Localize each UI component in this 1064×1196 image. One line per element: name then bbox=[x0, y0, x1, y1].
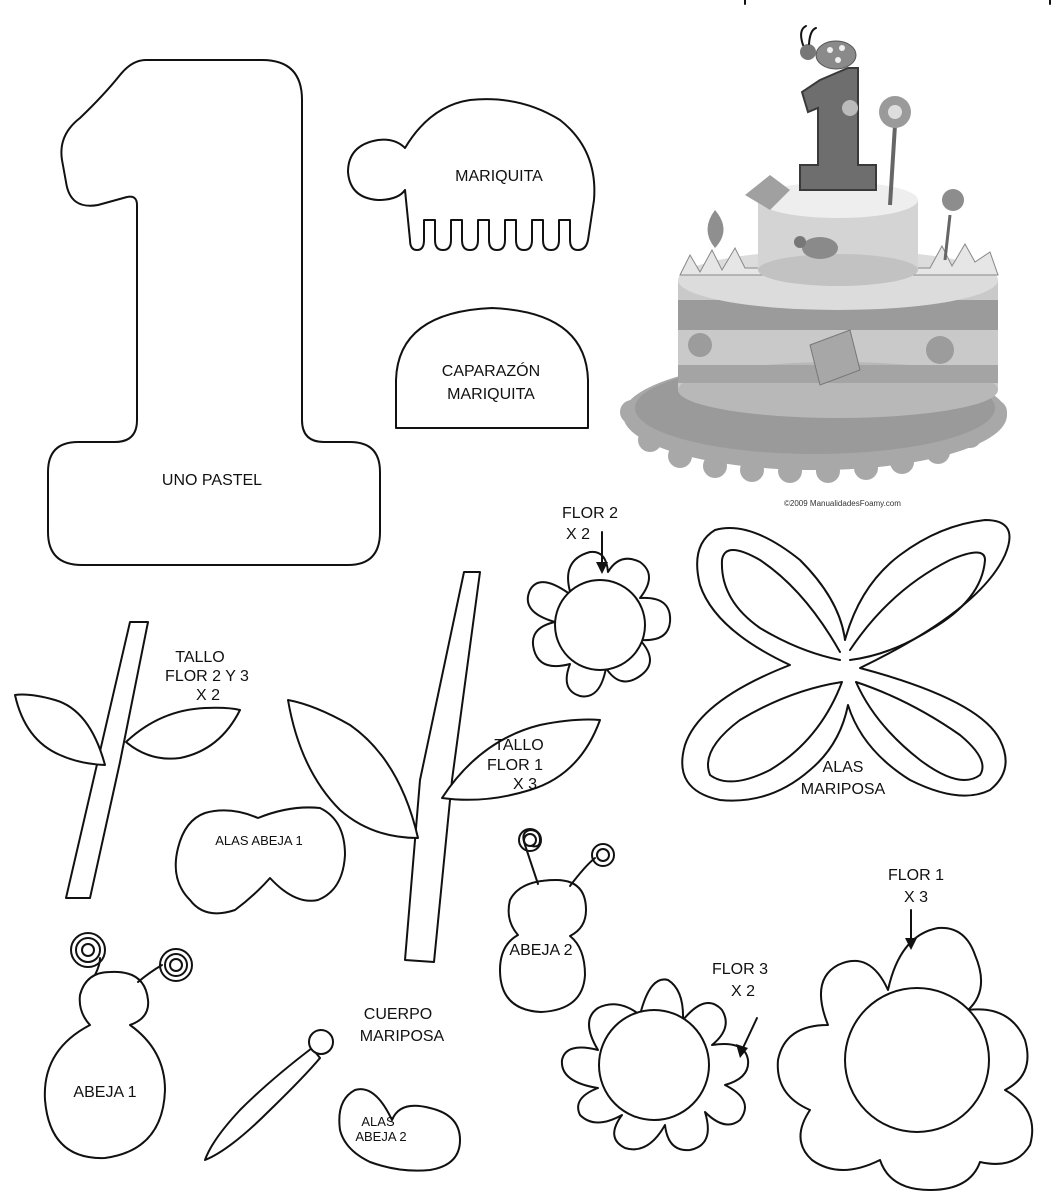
flor3-label-1: FLOR 3 bbox=[712, 961, 768, 978]
flor3-label-2: X 2 bbox=[731, 983, 755, 1000]
alas-mariposa-label-1: ALAS bbox=[823, 759, 864, 776]
uno-pastel-label: UNO PASTEL bbox=[162, 472, 262, 489]
alas-abeja-2-shape: ALAS ABEJA 2 bbox=[338, 1088, 461, 1172]
flor1-shape: FLOR 1 X 3 bbox=[776, 867, 1034, 1191]
caparazon-label-2: MARIQUITA bbox=[447, 386, 535, 403]
abeja1-label: ABEJA 1 bbox=[73, 1084, 136, 1101]
flor2-shape: FLOR 2 X 2 bbox=[526, 505, 672, 698]
base-scallops bbox=[620, 400, 1007, 483]
alas-abeja2-label-1: ALAS bbox=[361, 1114, 395, 1129]
tallo23-label-2: FLOR 2 Y 3 bbox=[165, 668, 249, 685]
flor2-label-1: FLOR 2 bbox=[562, 505, 618, 522]
cuerpo-mariposa-shape: CUERPO MARIPOSA bbox=[204, 1006, 445, 1161]
tallo-flor-2-3-shape: TALLO FLOR 2 Y 3 X 2 bbox=[14, 621, 249, 899]
alas-abeja-1-shape: ALAS ABEJA 1 bbox=[174, 806, 346, 915]
alas-mariposa-label-2: MARIPOSA bbox=[801, 781, 886, 798]
tallo1-label-1: TALLO bbox=[494, 737, 544, 754]
flor1-label-1: FLOR 1 bbox=[888, 867, 944, 884]
abeja2-label: ABEJA 2 bbox=[509, 942, 572, 959]
abeja-2-shape: ABEJA 2 bbox=[499, 828, 615, 1013]
photo-credit: ©2009 ManualidadesFoamy.com bbox=[784, 499, 901, 508]
tallo-flor-1-shape: TALLO FLOR 1 X 3 bbox=[287, 571, 601, 963]
caparazon-label-1: CAPARAZÓN bbox=[442, 361, 540, 380]
tallo1-label-3: X 3 bbox=[513, 776, 537, 793]
alas-abeja1-label: ALAS ABEJA 1 bbox=[215, 833, 302, 848]
abeja-1-shape: ABEJA 1 bbox=[43, 932, 193, 1160]
tallo23-label-3: X 2 bbox=[196, 687, 220, 704]
uno-pastel-shape: UNO PASTEL bbox=[47, 59, 381, 566]
alas-mariposa-shape: ALAS MARIPOSA bbox=[681, 519, 1011, 802]
mariquita-shape: MARIQUITA bbox=[347, 98, 596, 251]
cake-photo: ©2009 ManualidadesFoamy.com bbox=[620, 25, 1007, 508]
cuerpo-label-2: MARIPOSA bbox=[360, 1028, 445, 1045]
corner-marks bbox=[744, 0, 1051, 5]
flor1-label-2: X 3 bbox=[904, 889, 928, 906]
flor2-label-2: X 2 bbox=[566, 526, 590, 543]
topper-flowers bbox=[707, 96, 964, 261]
flor3-shape: FLOR 3 X 2 bbox=[560, 961, 768, 1152]
tallo1-label-2: FLOR 1 bbox=[487, 757, 543, 774]
mariquita-label: MARIQUITA bbox=[455, 168, 543, 185]
tallo23-label-1: TALLO bbox=[175, 649, 225, 666]
cuerpo-label-1: CUERPO bbox=[364, 1006, 432, 1023]
caparazon-shape: CAPARAZÓN MARIQUITA bbox=[395, 307, 589, 429]
alas-abeja2-label-2: ABEJA 2 bbox=[355, 1129, 406, 1144]
